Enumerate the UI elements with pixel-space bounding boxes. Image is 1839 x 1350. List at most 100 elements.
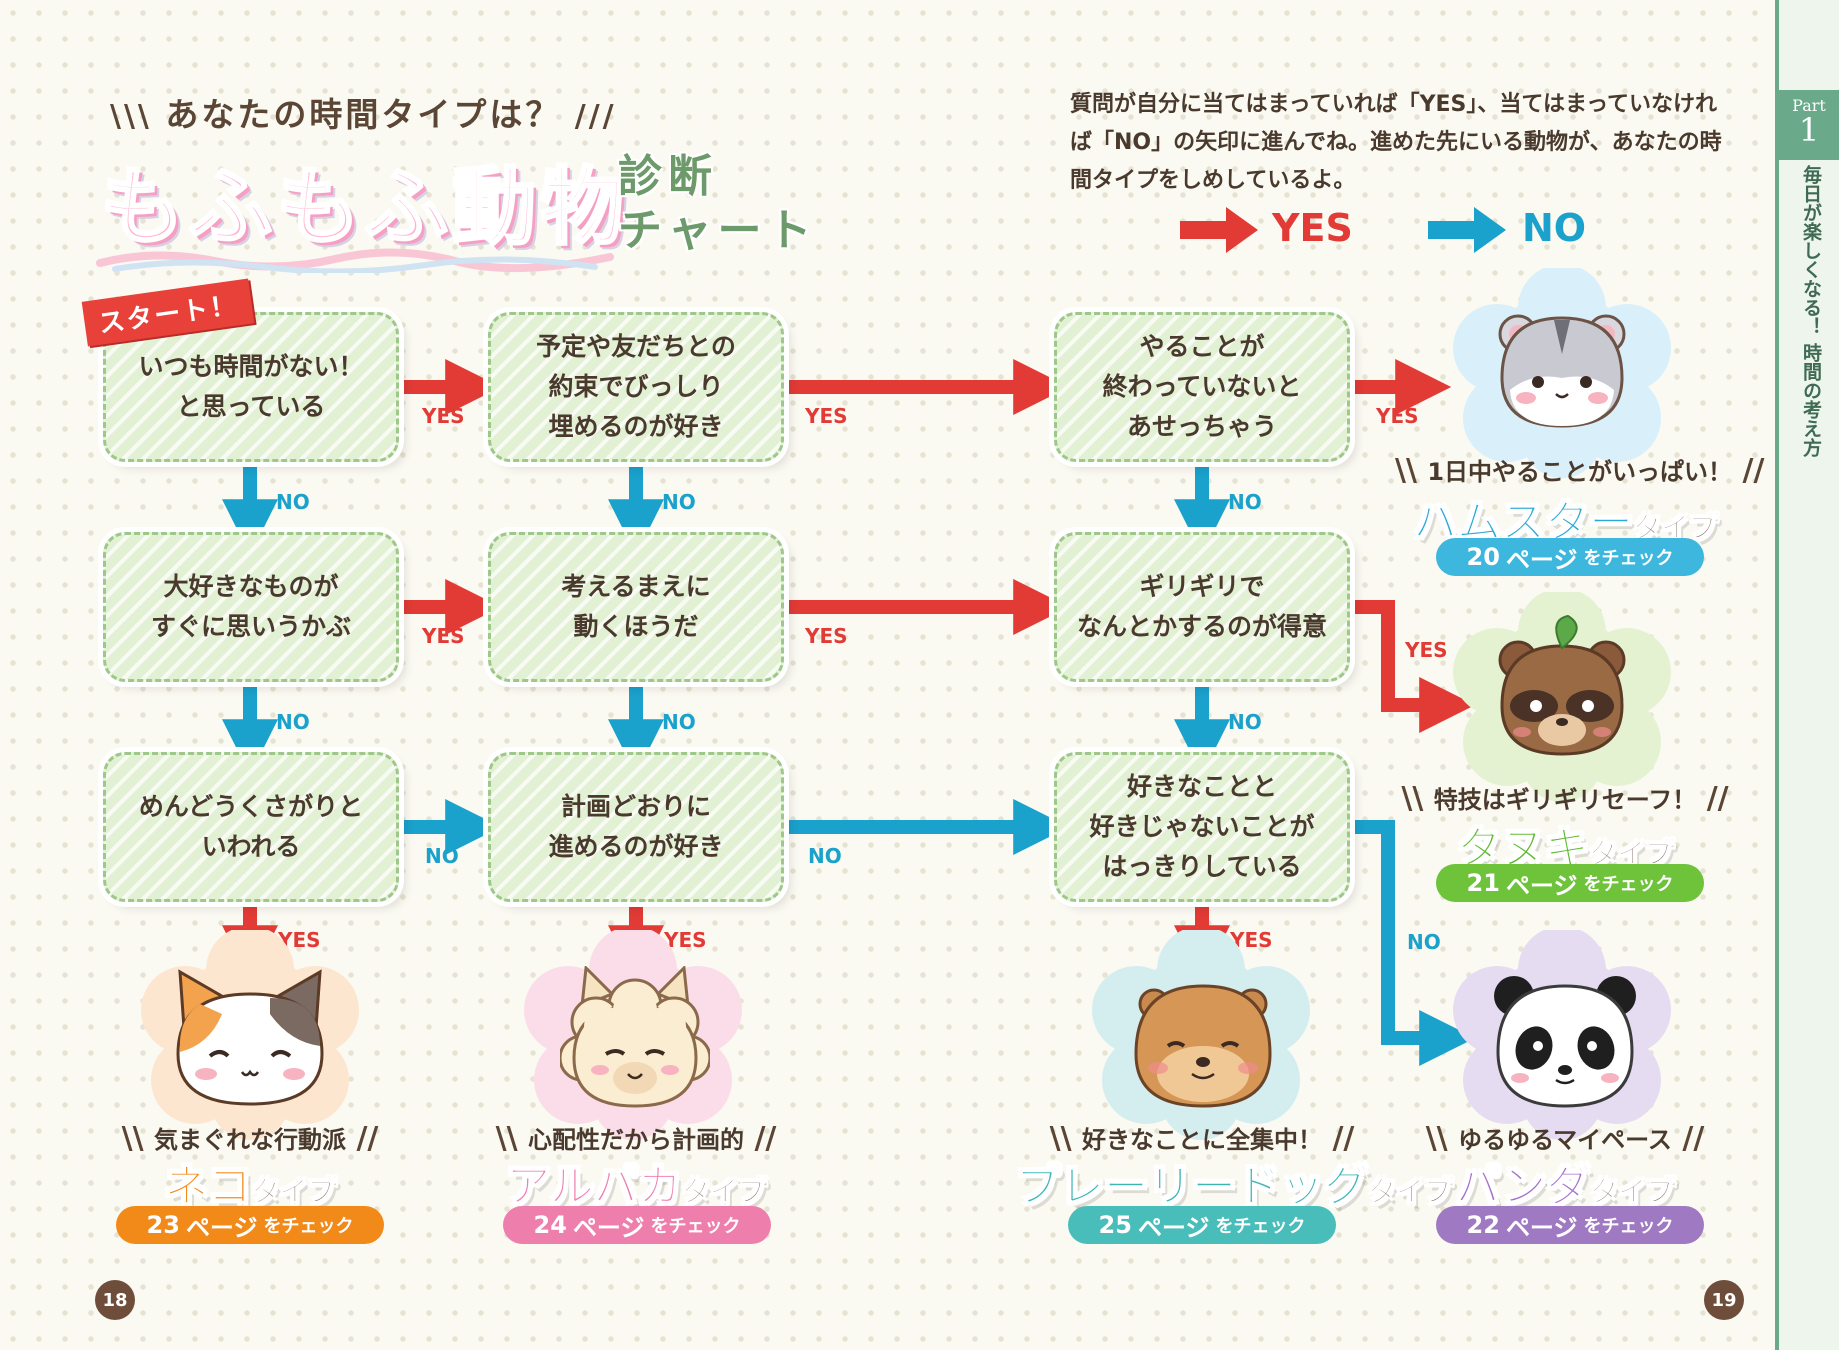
check-text: をチェック bbox=[650, 1216, 741, 1237]
type-name-text: ネコ bbox=[164, 1161, 252, 1213]
part-tab[interactable]: Part 1 bbox=[1779, 90, 1839, 160]
alpaca-face-icon bbox=[560, 966, 710, 1108]
page-number: 25 bbox=[1098, 1211, 1132, 1239]
question-text: いつも時間がない！ と思っている bbox=[138, 352, 364, 421]
question-box-q7: めんどうくさがりと いわれる bbox=[103, 752, 399, 902]
edge-label-no: NO bbox=[1407, 930, 1441, 954]
edge-label-yes: YES bbox=[805, 624, 848, 648]
question-text: 考えるまえに 動くほうだ bbox=[561, 572, 711, 641]
panda-face-icon bbox=[1494, 976, 1636, 1108]
sparkle-lines-icon: \\ bbox=[1395, 453, 1428, 488]
type-suffix: タイプ bbox=[681, 1175, 766, 1209]
tanuki-face-icon bbox=[1498, 614, 1626, 756]
sparkle-lines-icon: // bbox=[1322, 1121, 1355, 1156]
question-box-q5: 考えるまえに 動くほうだ bbox=[488, 532, 784, 682]
page-number: 24 bbox=[533, 1211, 567, 1239]
question-text: 計画どおりに 進めるのが好き bbox=[548, 792, 724, 861]
page-number: 23 bbox=[146, 1211, 180, 1239]
page-unit: ページ bbox=[1505, 871, 1578, 900]
neko-catchphrase: \\ 気まぐれな行動派 // bbox=[95, 1120, 405, 1156]
page-unit: ページ bbox=[1505, 1213, 1578, 1242]
type-name-text: プレーリードッグ bbox=[1016, 1161, 1369, 1213]
part-word: Part bbox=[1792, 96, 1826, 115]
question-box-q8: 計画どおりに 進めるのが好き bbox=[488, 752, 784, 902]
prairie-dog-face-icon bbox=[1134, 984, 1272, 1108]
catchphrase-text: 1日中やることがいっぱい！ bbox=[1427, 458, 1733, 486]
question-text: めんどうくさがりと いわれる bbox=[138, 792, 364, 861]
sparkle-lines-icon: \\ bbox=[495, 1121, 528, 1156]
question-box-q6: ギリギリで なんとかするのが得意 bbox=[1054, 532, 1350, 682]
question-box-q4: 大好きなものが すぐに思いうかぶ bbox=[103, 532, 399, 682]
page-unit: ページ bbox=[1505, 545, 1578, 574]
page-number: 20 bbox=[1466, 543, 1500, 571]
check-text: をチェック bbox=[1583, 548, 1674, 569]
catchphrase-text: ゆるゆるマイペース bbox=[1458, 1126, 1672, 1154]
question-text: 好きなことと 好きじゃないことが はっきりしている bbox=[1089, 772, 1315, 881]
edge-label-yes: YES bbox=[1405, 638, 1448, 662]
sparkle-lines-icon: // bbox=[1671, 1121, 1705, 1156]
part-number: 1 bbox=[1798, 111, 1820, 149]
sparkle-lines-icon: // bbox=[346, 1121, 379, 1156]
edge-label-no: NO bbox=[808, 844, 842, 868]
tanuki-catchphrase: \\ 特技はギリギリセーフ！ // bbox=[1395, 780, 1735, 816]
catchphrase-text: 特技はギリギリセーフ！ bbox=[1433, 786, 1697, 814]
alpaca-type-name: アルパカタイプ bbox=[478, 1150, 794, 1214]
question-box-q3: やることが 終わっていないと あせっちゃう bbox=[1054, 312, 1350, 462]
side-tab-chapter-title: 毎日が楽しくなる！ 時間の考え方 bbox=[1800, 165, 1822, 457]
edge-label-no: NO bbox=[425, 844, 459, 868]
sparkle-lines-icon: \\ bbox=[1049, 1121, 1082, 1156]
edge-label-no: NO bbox=[276, 710, 310, 734]
page-number: 21 bbox=[1466, 869, 1500, 897]
side-index-strip bbox=[1775, 0, 1839, 1350]
panda-catchphrase: \\ ゆるゆるマイペース // bbox=[1395, 1120, 1735, 1156]
yes-arrow-icon bbox=[1180, 207, 1258, 253]
no-arrow-icon bbox=[1428, 207, 1506, 253]
question-text: 予定や友だちとの 約束でびっしり 埋めるのが好き bbox=[536, 332, 736, 441]
title-suffix-line2: チャート bbox=[618, 205, 818, 256]
instruction-text: 質問が自分に当てはまっていれば「YES」、当てはまっていなければ「NO」の矢印に… bbox=[1070, 92, 1722, 193]
edge-label-yes: YES bbox=[1376, 404, 1419, 428]
edge-label-no: NO bbox=[662, 490, 696, 514]
catchphrase-text: 好きなことに全集中！ bbox=[1082, 1126, 1322, 1154]
subtitle-text: あなたの時間タイプは？ bbox=[165, 95, 562, 134]
hamster-face-icon bbox=[1498, 314, 1626, 428]
page-unit: ページ bbox=[185, 1213, 258, 1242]
page-number: 22 bbox=[1466, 1211, 1500, 1239]
panda-type-name: パンダタイプ bbox=[1395, 1150, 1735, 1214]
edge-label-yes: YES bbox=[422, 624, 465, 648]
check-text: をチェック bbox=[263, 1216, 354, 1237]
catchphrase-text: 気まぐれな行動派 bbox=[154, 1126, 346, 1154]
check-text: をチェック bbox=[1215, 1216, 1306, 1237]
edge-label-no: NO bbox=[1228, 710, 1262, 734]
sparkle-lines-icon: // bbox=[1732, 453, 1765, 488]
neko-type-name: ネコタイプ bbox=[95, 1150, 405, 1214]
edge-label-yes: YES bbox=[805, 404, 848, 428]
alpaca-catchphrase: \\ 心配性だから計画的 // bbox=[478, 1120, 794, 1156]
arrow-no-q9-panda bbox=[1336, 820, 1476, 1066]
type-suffix: タイプ bbox=[1367, 1175, 1453, 1209]
type-name-text: パンダ bbox=[1455, 1161, 1591, 1213]
page-number-left: 18 bbox=[95, 1280, 135, 1320]
type-suffix: タイプ bbox=[1590, 1175, 1675, 1209]
edge-label-yes: YES bbox=[422, 404, 465, 428]
sparkle-lines-icon: \\\ bbox=[110, 99, 166, 134]
question-text: やることが 終わっていないと あせっちゃう bbox=[1102, 332, 1302, 441]
question-text: 大好きなものが すぐに思いうかぶ bbox=[150, 572, 351, 641]
question-box-q2: 予定や友だちとの 約束でびっしり 埋めるのが好き bbox=[488, 312, 784, 462]
catchphrase-text: 心配性だから計画的 bbox=[528, 1126, 744, 1154]
sparkle-lines-icon: \\ bbox=[121, 1121, 154, 1156]
sparkle-lines-icon: \\ bbox=[1401, 781, 1434, 816]
neko-face-icon bbox=[176, 969, 324, 1106]
edge-label-no: NO bbox=[662, 710, 696, 734]
sparkle-lines-icon: // bbox=[744, 1121, 777, 1156]
chart-title-suffix: 診断 チャート bbox=[618, 150, 818, 258]
edge-label-no: NO bbox=[276, 490, 310, 514]
title-suffix-line1: 診断 bbox=[618, 151, 718, 202]
